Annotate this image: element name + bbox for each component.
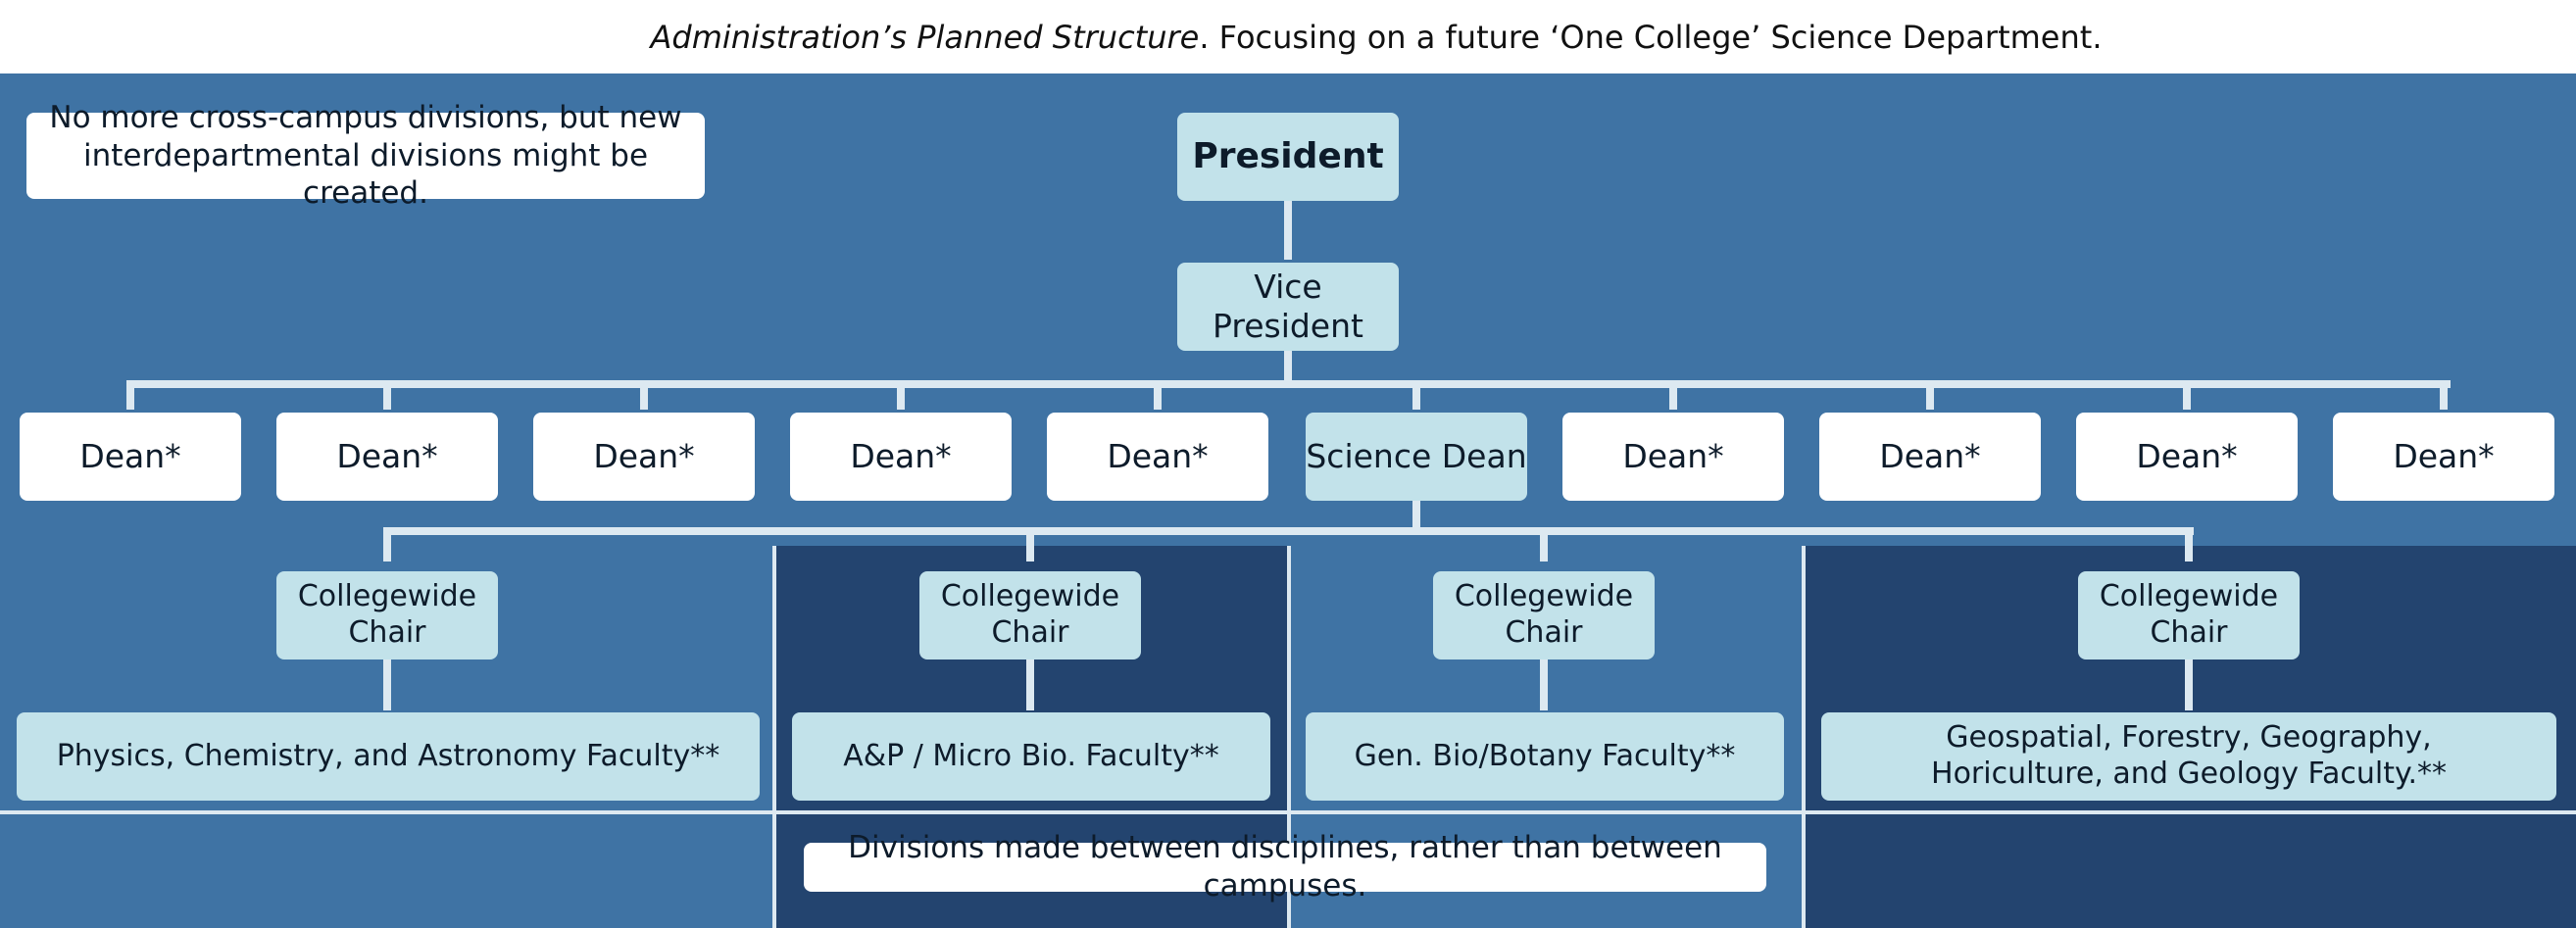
dean-box: Dean*: [2333, 413, 2554, 501]
vice-president-box: Vice President: [1177, 263, 1399, 351]
dean-box: Dean*: [276, 413, 498, 501]
separator-line: [1287, 546, 1291, 928]
connector-line: [2183, 380, 2191, 410]
dean-box: Dean*: [790, 413, 1012, 501]
chair-box: Collegewide Chair: [1433, 571, 1655, 659]
note-top: No more cross-campus divisions, but new …: [26, 100, 705, 211]
connector-line: [126, 380, 134, 410]
connector-line: [383, 657, 391, 710]
faculty-box: Physics, Chemistry, and Astronomy Facult…: [17, 712, 760, 801]
connector-line: [1412, 498, 1420, 527]
page-caption: Administration’s Planned Structure. Focu…: [0, 0, 2576, 73]
connector-line: [1026, 657, 1034, 710]
connector-line: [1669, 380, 1677, 410]
chair-box: Collegewide Chair: [919, 571, 1141, 659]
separator-line: [1802, 546, 1806, 928]
chair-box: Collegewide Chair: [276, 571, 498, 659]
dean-box: Dean*: [2076, 413, 2298, 501]
connector-line: [1026, 527, 1034, 562]
science-dean-box: Science Dean: [1306, 413, 1527, 501]
caption-title: Administration’s Planned Structure: [650, 18, 1200, 56]
caption-text: . Focusing on a future ‘One College’ Sci…: [1199, 18, 2103, 56]
connector-line: [1412, 380, 1420, 410]
chair-box: Collegewide Chair: [2078, 571, 2300, 659]
dean-box: Dean*: [533, 413, 755, 501]
connector-line: [383, 527, 391, 562]
dean-box: Dean*: [1562, 413, 1784, 501]
separator-line: [772, 546, 776, 928]
connector-line: [126, 380, 2451, 388]
connector-line: [640, 380, 648, 410]
faculty-box: Gen. Bio/Botany Faculty**: [1306, 712, 1784, 801]
connector-line: [383, 527, 2194, 535]
note-bottom: Divisions made between disciplines, rath…: [804, 830, 1766, 904]
faculty-box: A&P / Micro Bio. Faculty**: [792, 712, 1270, 801]
connector-line: [1284, 348, 1292, 387]
dean-box: Dean*: [1047, 413, 1268, 501]
connector-line: [897, 380, 905, 410]
connector-line: [1284, 201, 1292, 260]
connector-line: [1540, 527, 1548, 562]
org-chart: No more cross-campus divisions, but new …: [0, 73, 2576, 928]
connector-line: [2185, 657, 2193, 710]
connector-line: [1926, 380, 1934, 410]
dean-box: Dean*: [20, 413, 241, 501]
president-box: President: [1177, 113, 1399, 201]
dean-box: Dean*: [1819, 413, 2041, 501]
connector-line: [2185, 527, 2193, 562]
connector-line: [1540, 657, 1548, 710]
connector-line: [2440, 380, 2448, 410]
connector-line: [383, 380, 391, 410]
faculty-box: Geospatial, Forestry, Geography, Horicul…: [1821, 712, 2556, 801]
connector-line: [1154, 380, 1162, 410]
separator-line: [0, 810, 2576, 814]
